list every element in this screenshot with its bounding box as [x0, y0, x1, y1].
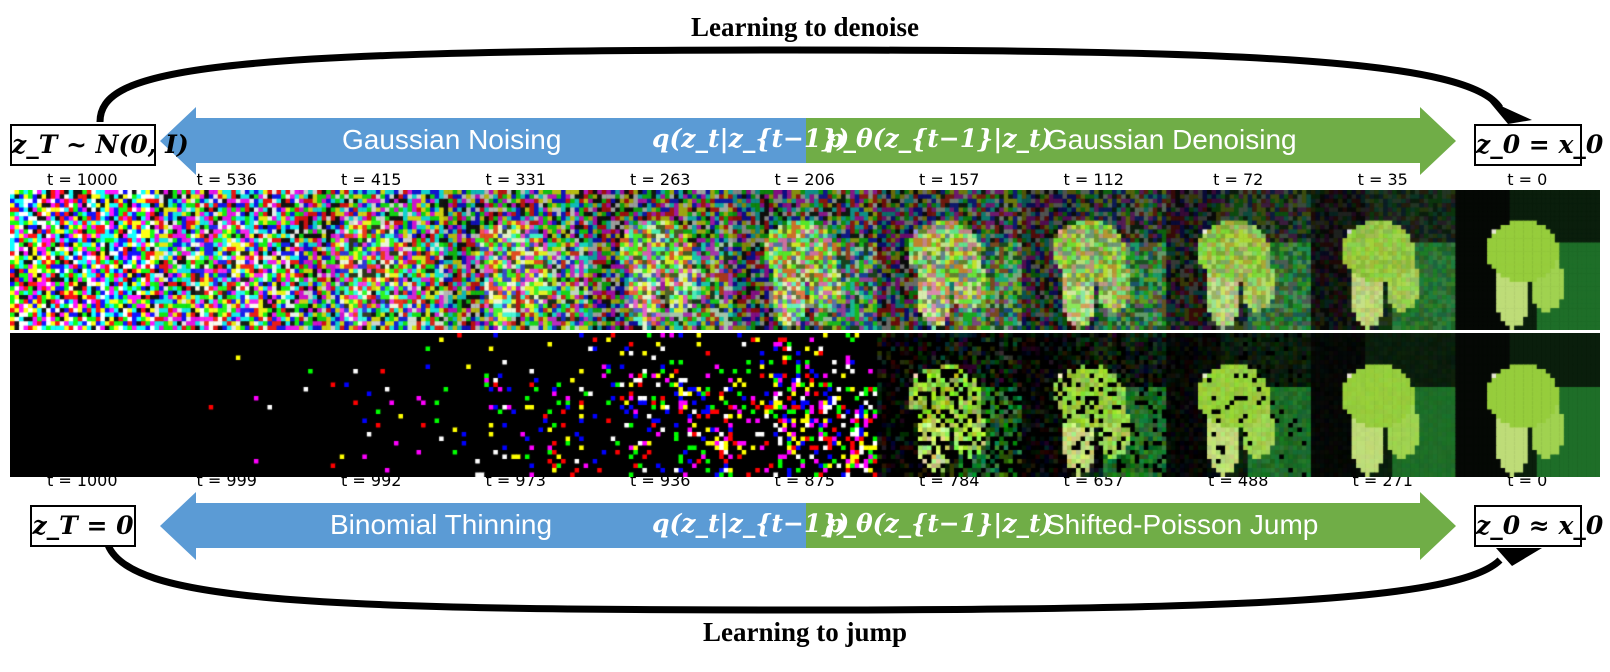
- bottom-reverse-label: Shifted-Poisson Jump: [1046, 509, 1319, 540]
- timestep-label: t = 331: [485, 170, 546, 189]
- top-reverse-arrow: [806, 107, 1456, 175]
- top-forward-arrow: [160, 107, 806, 175]
- top-right-node: z_0 = x_0: [1474, 124, 1603, 166]
- timestep-label: t = 0: [1507, 170, 1548, 189]
- top-left-node-text: z_T ~ N(0, I): [12, 130, 189, 159]
- timestep-label: t = 206: [774, 170, 835, 189]
- top-title: Learning to denoise: [690, 12, 919, 42]
- top-loop-path: [96, 46, 1503, 123]
- binomial-thinning-strip: [10, 333, 1600, 477]
- timestep-label: t = 35: [1357, 170, 1408, 189]
- timestep-label: t = 72: [1213, 170, 1264, 189]
- timestep-label: t = 415: [341, 170, 402, 189]
- timestep-label: t = 112: [1063, 170, 1124, 189]
- top-loop-head: [1488, 100, 1532, 124]
- bottom-right-node-text: z_0 ≈ x_0: [1476, 511, 1604, 540]
- top-reverse-label: Gaussian Denoising: [1046, 124, 1297, 155]
- gaussian-noise-strip: [10, 190, 1600, 330]
- top-forward-math: q(z_t|z_{t−1}): [652, 124, 850, 153]
- timestep-label: t = 536: [196, 170, 257, 189]
- timestep-label: t = 1000: [46, 170, 118, 189]
- top-right-node-text: z_0 = x_0: [1476, 130, 1604, 159]
- top-loop-arrow: [96, 46, 1532, 124]
- top-reverse-math: p_θ(z_{t−1}|z_t): [826, 124, 1053, 153]
- timestep-label: t = 157: [919, 170, 980, 189]
- bottom-forward-arrow: [160, 492, 806, 560]
- bottom-loop-head: [1496, 548, 1542, 566]
- bottom-loop-arrow: [104, 543, 1542, 614]
- bottom-forward-math: q(z_t|z_{t−1}): [652, 509, 850, 538]
- bottom-left-node: z_T = 0: [30, 505, 136, 547]
- bottom-forward-label: Binomial Thinning: [330, 509, 553, 540]
- timestep-label: t = 263: [630, 170, 691, 189]
- bottom-right-node: z_0 ≈ x_0: [1474, 505, 1603, 547]
- bottom-loop-path: [104, 543, 1503, 614]
- bottom-title: Learning to jump: [702, 617, 908, 647]
- bottom-left-node-text: z_T = 0: [32, 511, 134, 540]
- bottom-reverse-math: p_θ(z_{t−1}|z_t): [826, 509, 1053, 538]
- bottom-reverse-arrow: [806, 492, 1456, 560]
- top-left-node: z_T ~ N(0, I): [10, 124, 189, 166]
- top-forward-label: Gaussian Noising: [342, 124, 562, 155]
